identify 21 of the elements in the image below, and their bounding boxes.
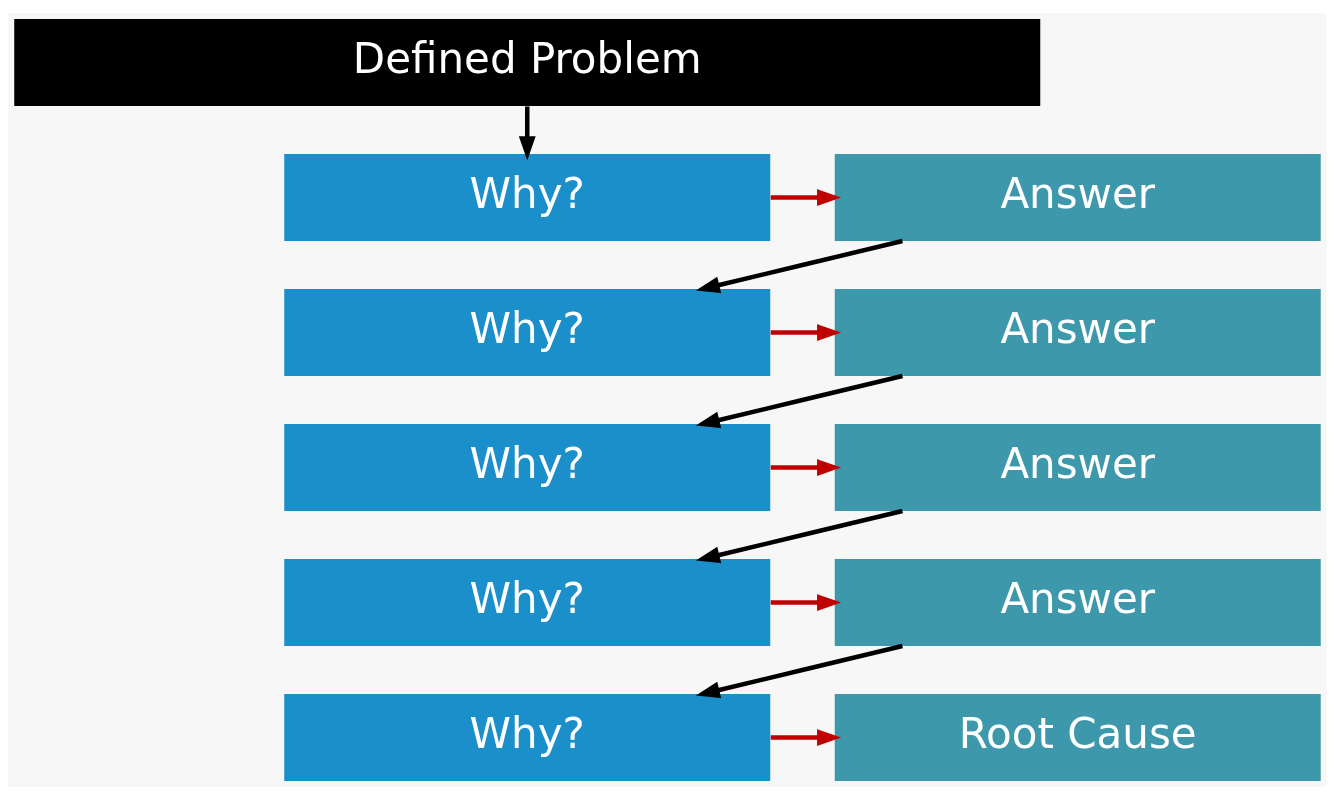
arrow xyxy=(695,373,903,428)
node-box: Answer xyxy=(834,153,1321,241)
node-box: Why? xyxy=(284,153,771,241)
arrow xyxy=(695,643,903,698)
node-box: Why? xyxy=(284,558,771,646)
arrow xyxy=(770,728,842,746)
arrow xyxy=(770,188,842,206)
arrow xyxy=(770,323,842,341)
node-box: Answer xyxy=(834,423,1321,511)
node-box: Why? xyxy=(284,288,771,376)
node-box: Defined Problem xyxy=(14,18,1041,106)
node-box: Answer xyxy=(834,558,1321,646)
node-box: Why? xyxy=(284,423,771,511)
arrow xyxy=(695,508,903,563)
arrow xyxy=(695,238,903,293)
node-box: Answer xyxy=(834,288,1321,376)
node-box: Why? xyxy=(284,693,771,781)
arrow xyxy=(770,458,842,476)
arrow xyxy=(770,593,842,611)
node-box: Root Cause xyxy=(834,693,1321,781)
arrow xyxy=(518,106,536,160)
